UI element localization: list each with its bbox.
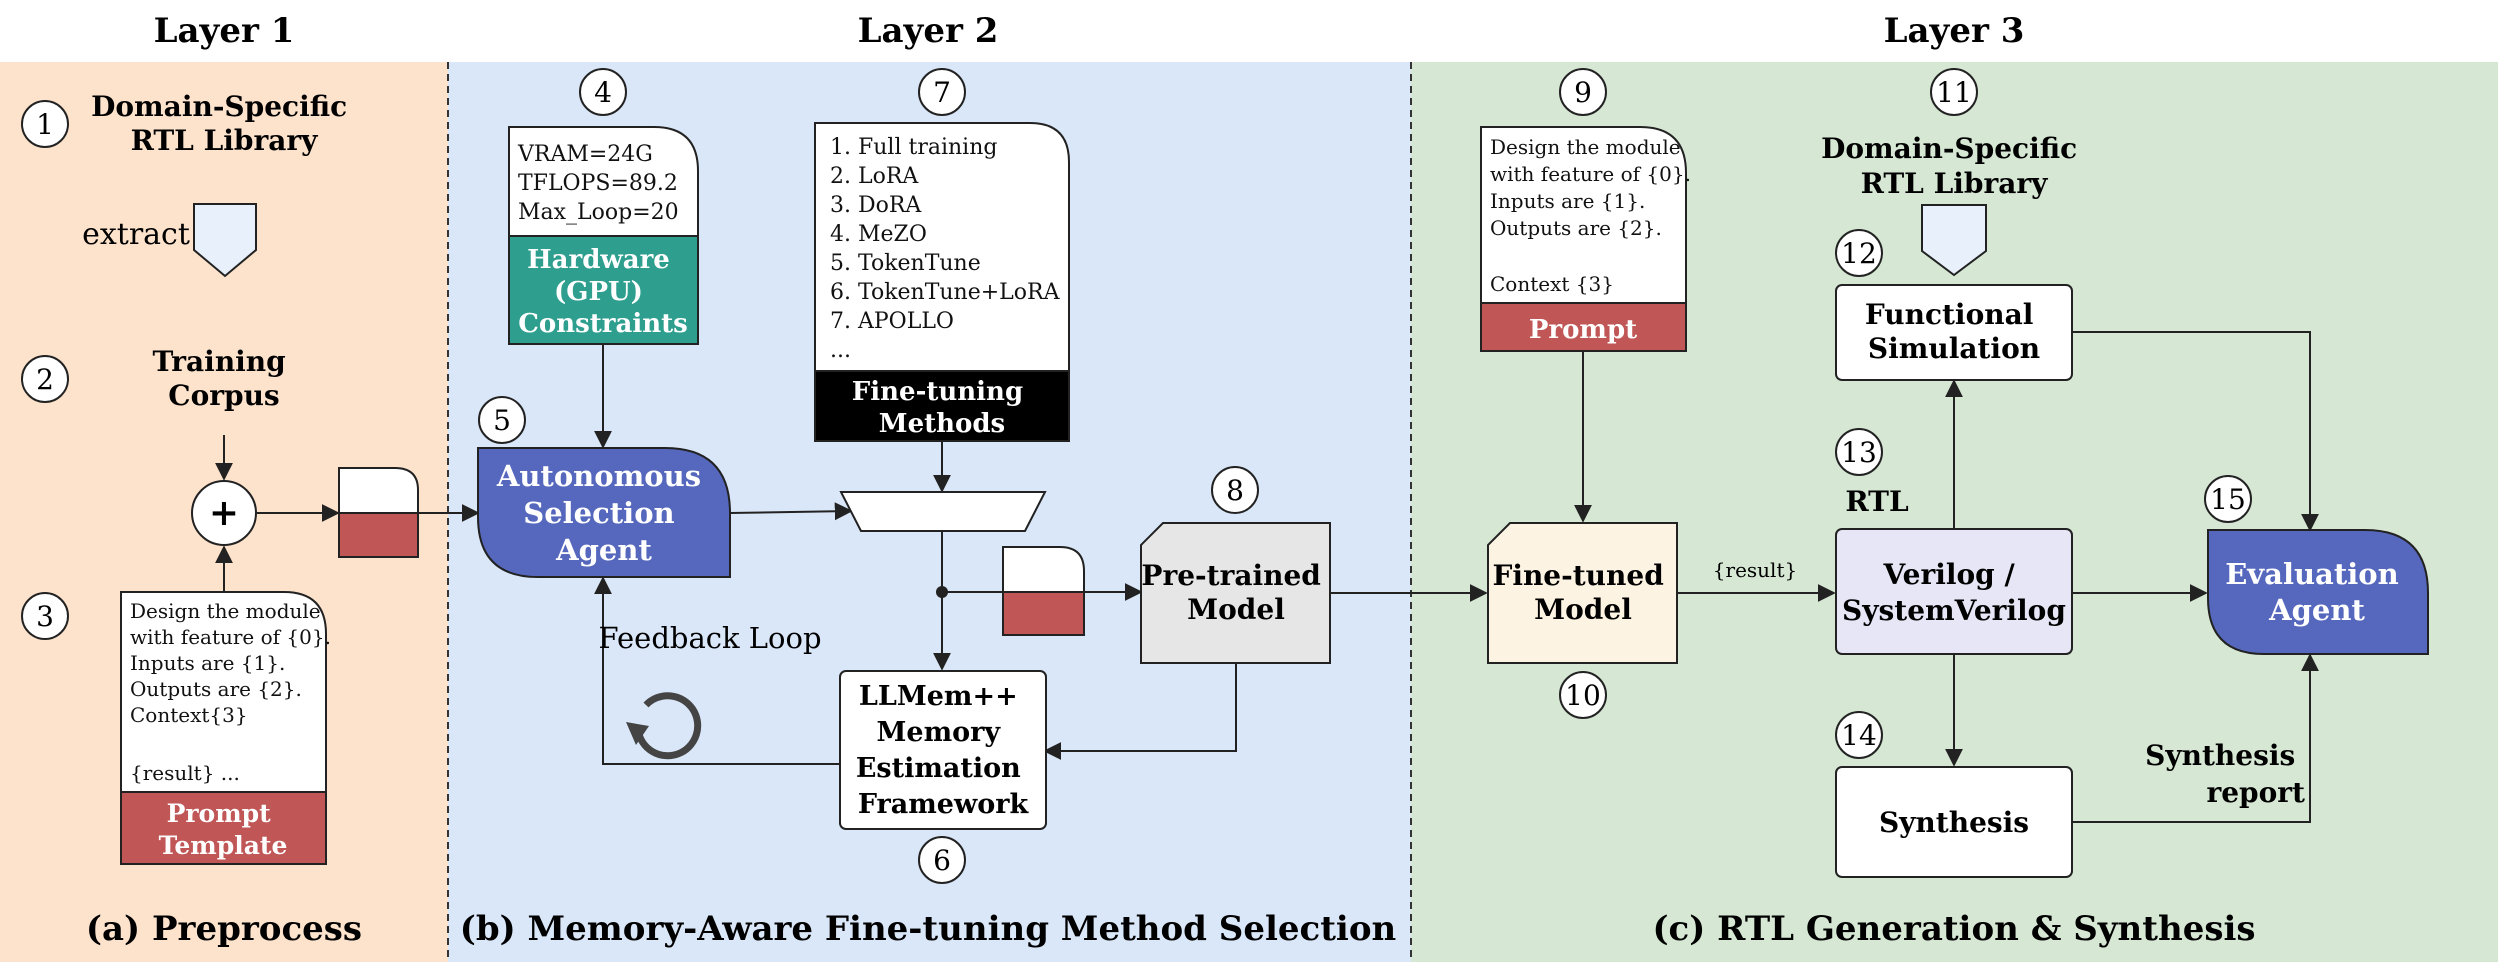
- step-number-9: 9: [1559, 68, 1607, 116]
- step-number-5: 5: [478, 396, 526, 444]
- svg-text:Hardware (GPU) Con: Hardware (GPU) Constraints: [518, 245, 688, 339]
- layer3-title: Layer 3: [1884, 11, 2025, 51]
- svg-text:Design the module with f: Design the module with feature of {0}. I…: [130, 599, 337, 785]
- synthesis-report-label: Synthesis report: [2145, 739, 2305, 809]
- synthesis-to-eval-arrow: [2072, 653, 2319, 823]
- layer1-title: Layer 1: [154, 11, 295, 51]
- svg-text:7: 7: [933, 76, 951, 109]
- hardware-constraints-card: VRAM=24G TFLOPS=89.2 Max_Loop=20 Hardwar…: [508, 126, 699, 345]
- svg-text:9: 9: [1574, 76, 1592, 109]
- step-number-8: 8: [1211, 466, 1259, 514]
- agent-to-selector-arrow: [729, 502, 853, 521]
- step-number-13: 13: [1835, 428, 1883, 476]
- result-label: {result}: [1713, 558, 1797, 582]
- layer1-caption: (a) Preprocess: [86, 909, 362, 949]
- synthesis-node: Synthesis: [1835, 766, 2073, 878]
- svg-text:LLMem++ Memory Est: LLMem++ Memory Estimation Framework: [856, 681, 1030, 820]
- evaluation-agent-node: Evaluation Agent: [2207, 529, 2429, 655]
- prompt-template-card: Design the module with feature of {0}. I…: [120, 591, 337, 865]
- llmem-framework-node: LLMem++ Memory Estimation Framework: [839, 670, 1047, 830]
- step-number-14: 14: [1835, 711, 1883, 759]
- svg-text:Synthesis: Synthesis: [1879, 806, 2029, 839]
- step-number-4: 4: [579, 68, 627, 116]
- svg-text:VRAM=24G TFLOPS=89.2: VRAM=24G TFLOPS=89.2 Max_Loop=20: [517, 142, 685, 225]
- rtl-label: RTL: [1845, 485, 1909, 518]
- step-number-12: 12: [1835, 229, 1883, 277]
- method-selector-mux: [839, 491, 1047, 532]
- svg-text:15: 15: [2210, 483, 2246, 516]
- extract-label: extract: [82, 217, 190, 252]
- finetuned-model-node: Fine-tuned Model: [1487, 522, 1678, 664]
- svg-text:Verilog / SystemVerilog: Verilog / SystemVerilog: [1842, 558, 2066, 627]
- svg-text:1. Full training 2. LoRA: 1. Full training 2. LoRA 3. DoRA 4. MeZO…: [830, 135, 1067, 363]
- svg-text:8: 8: [1226, 474, 1244, 507]
- svg-text:Pre-trained Model: Pre-trained Model: [1141, 559, 1330, 626]
- svg-text:14: 14: [1841, 719, 1877, 752]
- svg-text:+: +: [209, 492, 239, 534]
- layer2-caption: (b) Memory-Aware Fine-tuning Method Sele…: [460, 909, 1397, 949]
- svg-text:Fine-tuned Model: Fine-tuned Model: [1492, 559, 1673, 626]
- combine-plus-node: +: [191, 480, 257, 546]
- step-number-10: 10: [1559, 671, 1607, 719]
- pretrained-to-llmem-arrow: [1043, 663, 1237, 760]
- layer1-library-label: Domain-Specific RTL Library: [91, 90, 357, 157]
- step-number-3: 3: [21, 592, 69, 640]
- svg-text:6: 6: [933, 844, 951, 877]
- step-number-11: 11: [1930, 68, 1978, 116]
- selected-method-document-icon: [1002, 546, 1085, 636]
- layer3-library-shield-icon: [1921, 204, 1987, 277]
- svg-text:11: 11: [1936, 76, 1972, 109]
- step-number-2: 2: [21, 355, 69, 403]
- step-number-1: 1: [21, 100, 69, 148]
- finetuning-methods-card: 1. Full training 2. LoRA 3. DoRA 4. MeZO…: [814, 122, 1070, 442]
- feedback-loop-arrow: [594, 576, 840, 765]
- step-number-7: 7: [918, 68, 966, 116]
- svg-text:1: 1: [36, 108, 54, 141]
- prompt-card: Design the module with feature of {0}. I…: [1480, 126, 1697, 352]
- svg-text:13: 13: [1841, 436, 1877, 469]
- svg-text:Design the module with f: Design the module with feature of {0}. I…: [1490, 135, 1697, 296]
- svg-text:Evaluation Agent: Evaluation Agent: [2225, 557, 2409, 627]
- svg-text:Autonomous Selection: Autonomous Selection Agent: [496, 459, 711, 567]
- svg-text:12: 12: [1841, 237, 1877, 270]
- pretrained-model-node: Pre-trained Model: [1140, 522, 1331, 664]
- svg-text:5: 5: [493, 404, 511, 437]
- svg-text:Prompt: Prompt: [1529, 315, 1637, 345]
- svg-text:10: 10: [1565, 679, 1601, 712]
- svg-text:3: 3: [36, 600, 54, 633]
- functional-simulation-node: Functional Simulation: [1835, 284, 2073, 381]
- svg-text:Fine-tuning Methods: Fine-tuning Methods: [852, 377, 1032, 439]
- library-shield-icon: [193, 203, 257, 278]
- svg-text:2: 2: [36, 363, 54, 396]
- layer2-title: Layer 2: [858, 11, 999, 51]
- svg-text:Functional Simulation: Functional Simulation: [1865, 298, 2043, 365]
- step-number-15: 15: [2204, 475, 2252, 523]
- autonomous-selection-agent: Autonomous Selection Agent: [477, 447, 731, 578]
- feedback-loop-icon: [626, 692, 702, 760]
- svg-text:4: 4: [594, 76, 612, 109]
- svg-text:Prompt Template: Prompt Template: [159, 799, 288, 860]
- training-corpus-label: Training Corpus: [152, 345, 295, 412]
- verilog-node: Verilog / SystemVerilog: [1835, 528, 2073, 655]
- feedback-loop-label: Feedback Loop: [598, 621, 821, 655]
- dataset-document-icon: [338, 467, 419, 558]
- layer3-library-label: Domain-Specific RTL Library: [1821, 132, 2087, 200]
- layer3-caption: (c) RTL Generation & Synthesis: [1652, 909, 2255, 949]
- step-number-6: 6: [918, 836, 966, 884]
- funcsim-to-eval-arrow: [2072, 331, 2319, 532]
